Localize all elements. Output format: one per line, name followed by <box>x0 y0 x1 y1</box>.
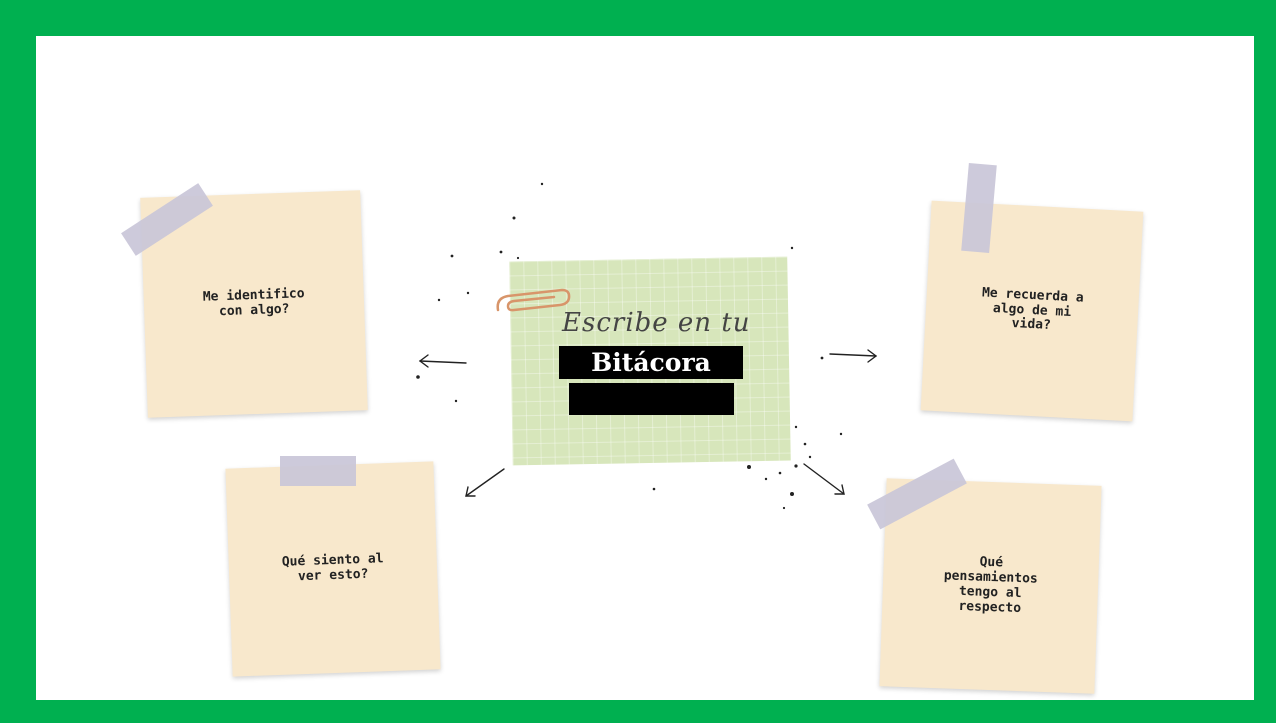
canvas: Me identifico con algo? Me recuerda a al… <box>36 36 1254 700</box>
arrow-left-icon <box>418 354 467 368</box>
arrow-down-right-icon <box>803 463 845 495</box>
page-title: Bitácora <box>559 346 743 379</box>
tape <box>280 456 356 486</box>
blank-bar <box>569 383 734 415</box>
script-heading: Escribe en tu <box>562 308 751 338</box>
title-text: Bitácora <box>591 348 711 377</box>
paperclip-icon <box>496 288 571 312</box>
ink-splatter <box>416 182 843 510</box>
arrows <box>418 349 878 497</box>
arrow-right-icon <box>829 349 878 363</box>
arrow-down-left-icon <box>465 468 505 497</box>
